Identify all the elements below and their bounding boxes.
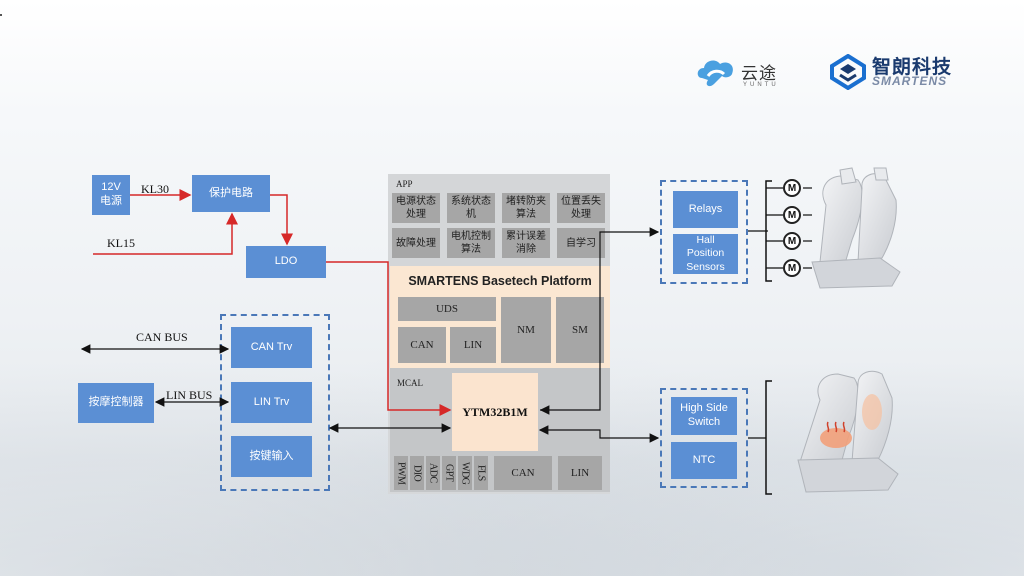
- seat-heating-illustration: [797, 370, 899, 493]
- ntc-block: NTC: [671, 442, 737, 479]
- mcal-wdg: WDG: [458, 456, 472, 490]
- app-block-power-state: 电源状态处理: [392, 193, 440, 223]
- heating-group: [660, 388, 748, 488]
- yuntu-name: 云途: [741, 64, 777, 84]
- hall-sensors-block: Hall Position Sensors: [673, 234, 738, 274]
- seat-motor-illustration: [811, 167, 901, 289]
- corner-mark: [0, 0, 4, 32]
- mcal-gpt: GPT: [442, 456, 456, 490]
- ldo-to-mcu-wire: [326, 261, 452, 416]
- smartens-english: SMARTENS: [872, 74, 948, 88]
- protect-to-ldo-wire: [270, 194, 293, 246]
- motor-icon: M: [783, 232, 801, 250]
- mcal-adc: ADC: [426, 456, 440, 490]
- app-block-fault: 故障处理: [392, 228, 440, 258]
- smartens-emblem-icon: [830, 54, 866, 90]
- app-block-error-elimination: 累计误差消除: [502, 228, 550, 258]
- kl15-wire: [93, 212, 238, 255]
- protection-circuit: 保护电路: [192, 175, 270, 212]
- nm-block: NM: [501, 297, 551, 363]
- app-block-motor-control: 电机控制算法: [447, 228, 495, 258]
- motor-icon: M: [783, 259, 801, 277]
- app-block-anti-pinch: 堵转防夹算法: [502, 193, 550, 223]
- mcal-label: MCAL: [397, 378, 424, 388]
- platform-title: SMARTENS Basetech Platform: [408, 274, 592, 288]
- can-bus-label: CAN BUS: [136, 330, 188, 344]
- app-block-position-loss: 位置丢失处理: [557, 193, 605, 223]
- high-side-switch: High Side Switch: [671, 397, 737, 435]
- mcal-lin: LIN: [558, 456, 602, 490]
- lin-transceiver: LIN Trv: [231, 382, 312, 423]
- power-supply-12v: 12V 电源: [92, 175, 130, 215]
- yuntu-logo: 云途 YUNTU: [694, 52, 786, 92]
- can-stack-block: CAN: [398, 327, 446, 363]
- app-block-system-state: 系统状态机: [447, 193, 495, 223]
- mcal-fls: FLS: [474, 456, 488, 490]
- massage-controller: 按摩控制器: [78, 383, 154, 423]
- sm-block: SM: [556, 297, 604, 363]
- lin-stack-block: LIN: [450, 327, 496, 363]
- yuntu-cloud-icon: [697, 60, 733, 87]
- mcu-to-relays-line: [540, 227, 660, 411]
- mcu-chip: YTM32B1M: [452, 373, 538, 451]
- kl30-label: KL30: [141, 182, 169, 196]
- mcal-pwm: PWM: [394, 456, 408, 490]
- smartens-name: 智朗科技: [872, 56, 953, 78]
- smartens-logo: 智朗科技 SMARTENS: [830, 50, 960, 92]
- mcal-dio: DIO: [410, 456, 424, 490]
- motor-icon: M: [783, 179, 801, 197]
- can-transceiver: CAN Trv: [231, 327, 312, 368]
- mcal-can: CAN: [494, 456, 552, 490]
- yuntu-english: YUNTU: [743, 82, 779, 88]
- mcu-to-heating-line: [538, 425, 660, 443]
- app-block-self-learning: 自学习: [557, 228, 605, 258]
- uds-block: UDS: [398, 297, 496, 321]
- ldo-block: LDO: [246, 246, 326, 278]
- motor-driver-group: [660, 180, 748, 284]
- kl15-label: KL15: [107, 236, 135, 250]
- key-input: 按键输入: [231, 436, 312, 477]
- relays-block: Relays: [673, 191, 738, 228]
- app-label: APP: [396, 179, 413, 189]
- motor-icon: M: [783, 206, 801, 224]
